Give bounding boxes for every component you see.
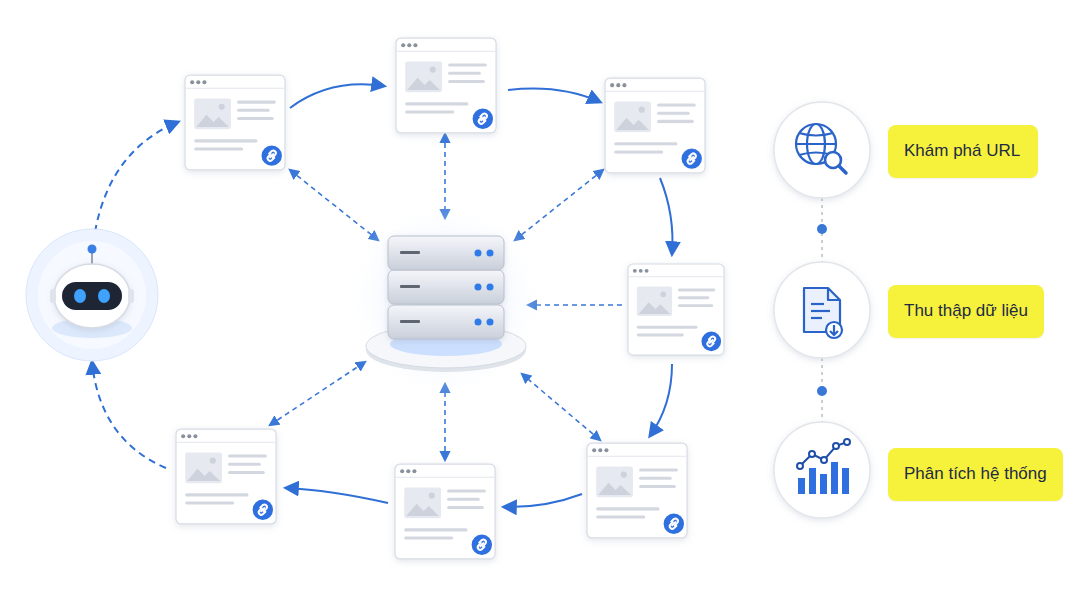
step-label: Khám phá URL [888, 125, 1038, 178]
step-label-text: Thu thập dữ liệu [904, 301, 1028, 321]
step-label: Thu thập dữ liệu [888, 285, 1044, 338]
step-label-text: Phân tích hệ thống [904, 464, 1047, 484]
robot [26, 229, 158, 361]
web-pages [176, 38, 724, 559]
server-links [270, 134, 622, 460]
step-icons [774, 102, 870, 518]
server [340, 195, 550, 405]
step-label-text: Khám phá URL [904, 141, 1020, 161]
step-label: Phân tích hệ thống [888, 448, 1063, 501]
